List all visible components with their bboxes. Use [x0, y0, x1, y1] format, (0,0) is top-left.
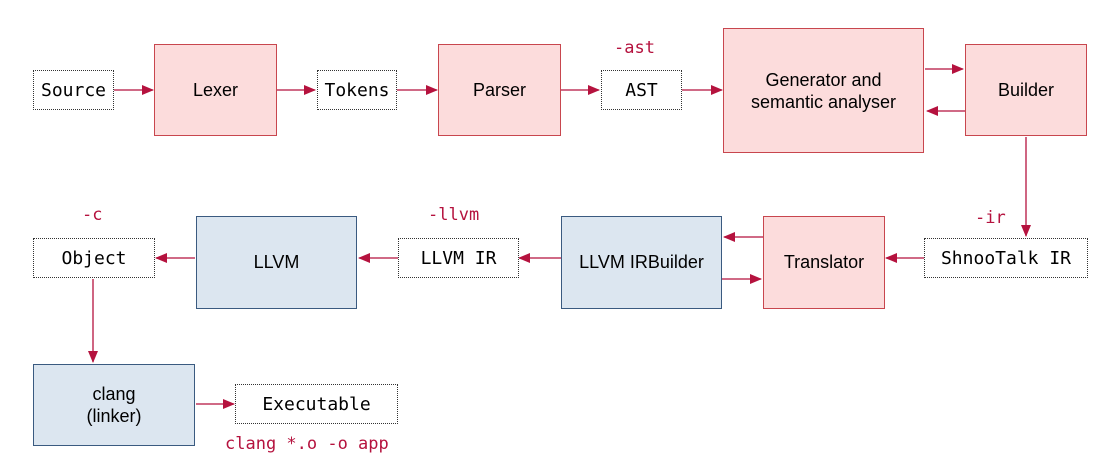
- lexer-label: Lexer: [192, 79, 239, 100]
- translator-label: Translator: [783, 252, 865, 272]
- executable-node: Executable: [235, 384, 398, 424]
- source-label: Source: [40, 79, 107, 101]
- llvm-flag: -llvm: [428, 205, 480, 225]
- link-command-flag: clang *.o -o app: [225, 434, 389, 454]
- ast-label: AST: [625, 79, 658, 101]
- llvm-ir-label: LLVM IR: [420, 247, 497, 269]
- source-node: Source: [33, 70, 114, 110]
- ast-node: AST: [601, 70, 682, 110]
- shnootalk-ir-label: ShnooTalk IR: [940, 247, 1072, 269]
- ir-flag: -ir: [975, 208, 1006, 228]
- object-node: Object: [33, 238, 155, 278]
- ast-flag: -ast: [614, 38, 655, 58]
- builder-node: Builder: [965, 44, 1087, 136]
- llvm-node: LLVM: [196, 216, 357, 309]
- clang-label-line2: (linker): [86, 406, 142, 426]
- tokens-label: Tokens: [324, 79, 390, 101]
- generator-label-line2: semantic analyser: [750, 91, 897, 112]
- translator-node: Translator: [763, 216, 885, 309]
- object-flag: -c: [82, 205, 103, 225]
- lexer-node: Lexer: [154, 44, 277, 136]
- parser-label: Parser: [472, 79, 526, 100]
- llvm-label: LLVM: [253, 252, 300, 272]
- parser-node: Parser: [438, 44, 561, 136]
- llvm-ir-node: LLVM IR: [398, 238, 519, 278]
- generator-label-line1: Generator and: [765, 69, 882, 90]
- object-label: Object: [61, 247, 127, 269]
- llvm-irbuilder-node: LLVM IRBuilder: [561, 216, 722, 309]
- executable-label: Executable: [262, 393, 371, 415]
- shnootalk-ir-node: ShnooTalk IR: [924, 238, 1088, 278]
- clang-label-line1: clang: [92, 384, 136, 404]
- generator-node: Generator and semantic analyser: [723, 28, 924, 153]
- clang-linker-node: clang (linker): [33, 364, 195, 446]
- tokens-node: Tokens: [317, 70, 397, 110]
- llvm-irbuilder-label: LLVM IRBuilder: [579, 252, 704, 272]
- builder-label: Builder: [997, 79, 1055, 100]
